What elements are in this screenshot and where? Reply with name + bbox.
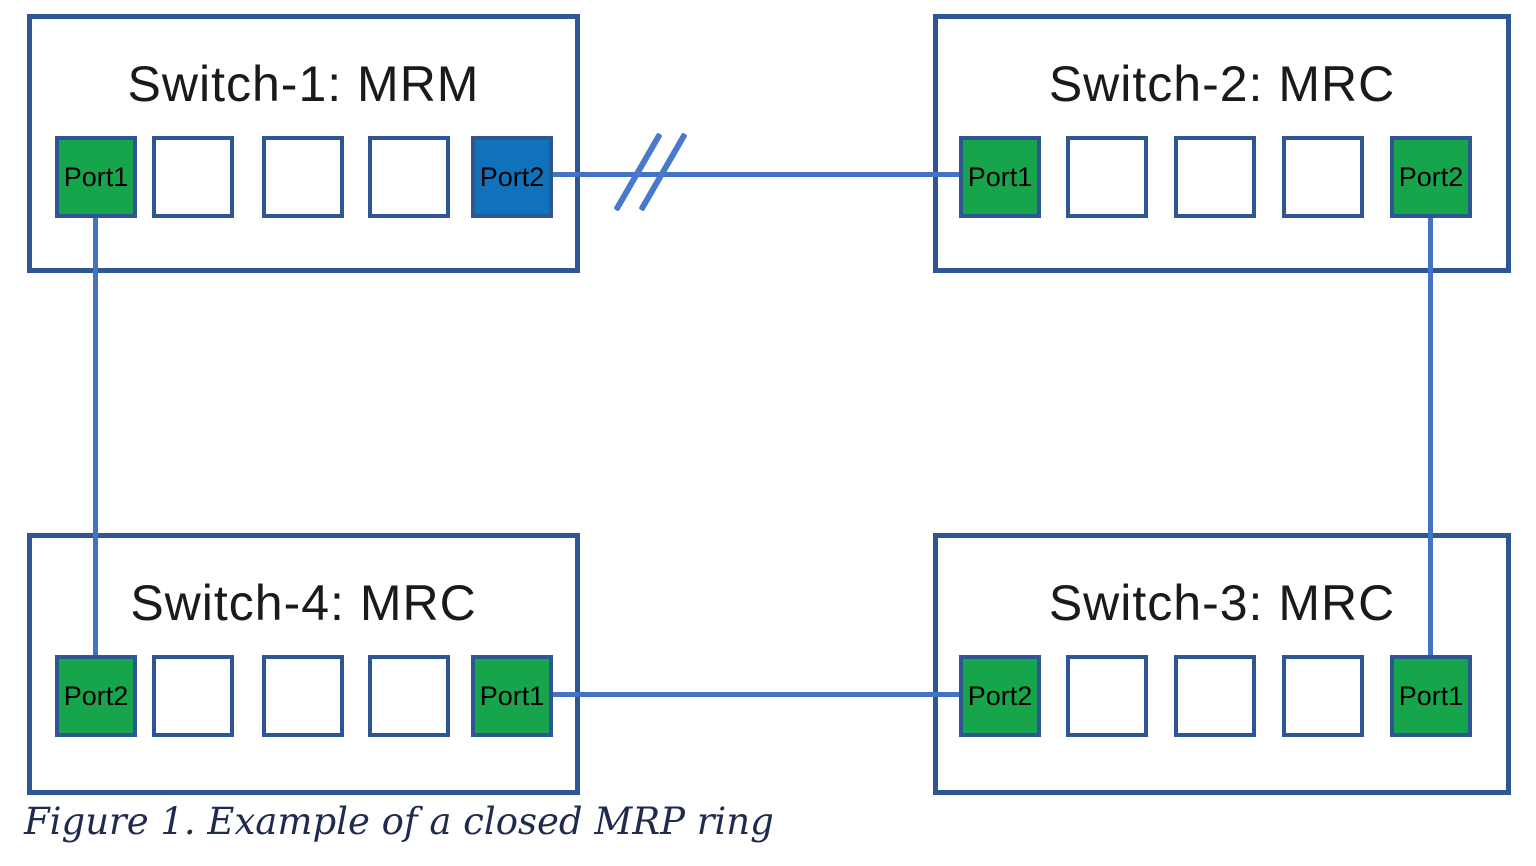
switch-2-empty-port-2 bbox=[1174, 136, 1256, 218]
switch-1-port2: Port2 bbox=[471, 136, 553, 218]
switch-3-port2: Port2 bbox=[959, 655, 1041, 737]
switch-4-empty-port-1 bbox=[152, 655, 234, 737]
switch-4-empty-port-3 bbox=[368, 655, 450, 737]
switch-3-box: Switch-3: MRC Port2 Port1 bbox=[933, 533, 1511, 795]
switch-3-title: Switch-3: MRC bbox=[1048, 575, 1396, 631]
switch-1-empty-port-3 bbox=[368, 136, 450, 218]
switch-2-empty-port-1 bbox=[1066, 136, 1148, 218]
switch-2-port2: Port2 bbox=[1390, 136, 1472, 218]
switch-3-empty-port-2 bbox=[1174, 655, 1256, 737]
switch-1-empty-port-2 bbox=[262, 136, 344, 218]
switch-1-empty-port-1 bbox=[152, 136, 234, 218]
switch-3-empty-port-3 bbox=[1282, 655, 1364, 737]
switch-4-port1: Port1 bbox=[471, 655, 553, 737]
switch-1-title: Switch-1: MRM bbox=[127, 56, 480, 112]
switch-3-port1: Port1 bbox=[1390, 655, 1472, 737]
switch-2-port1: Port1 bbox=[959, 136, 1041, 218]
switch-1-port1: Port1 bbox=[55, 136, 137, 218]
switch-4-title: Switch-4: MRC bbox=[130, 575, 477, 631]
switch-2-box: Switch-2: MRC Port1 Port2 bbox=[933, 14, 1511, 273]
link-switch1-port1-to-switch4-port2 bbox=[93, 218, 98, 655]
switch-3-empty-port-1 bbox=[1066, 655, 1148, 737]
switch-4-empty-port-2 bbox=[262, 655, 344, 737]
switch-4-port2: Port2 bbox=[55, 655, 137, 737]
link-switch2-port2-to-switch3-port1 bbox=[1428, 218, 1433, 655]
switch-2-empty-port-3 bbox=[1282, 136, 1364, 218]
figure-caption: Figure 1. Example of a closed MRP ring bbox=[24, 800, 774, 843]
switch-4-box: Switch-4: MRC Port2 Port1 bbox=[27, 533, 580, 795]
switch-1-box: Switch-1: MRM Port1 Port2 bbox=[27, 14, 580, 273]
switch-2-title: Switch-2: MRC bbox=[1048, 56, 1396, 112]
link-switch1-port2-to-switch2-port1 bbox=[553, 172, 959, 177]
link-switch4-port1-to-switch3-port2 bbox=[553, 692, 959, 697]
